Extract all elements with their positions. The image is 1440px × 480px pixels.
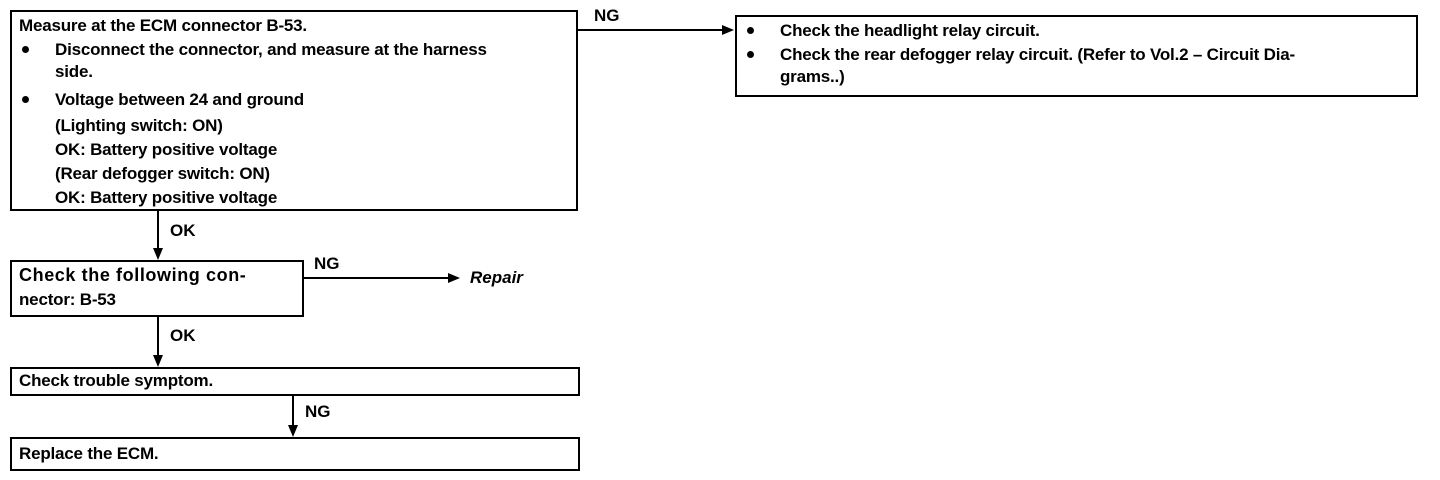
ok-result-value: Battery positive voltage <box>90 140 278 159</box>
relay-check-box <box>735 15 1418 97</box>
arrowhead-box3-box4 <box>288 425 298 437</box>
voltage-instruction: Voltage between 24 and ground <box>55 90 304 109</box>
arrowhead-box2-box3 <box>153 355 163 367</box>
ok-result-value: Battery positive voltage <box>90 188 278 207</box>
ok-result-1: OK: Battery positive voltage <box>55 140 277 159</box>
arrowhead-box1-ng <box>722 25 734 35</box>
replace-ecm-box <box>10 437 580 471</box>
measure-step-box <box>10 10 578 211</box>
connector-check-line2: nector: B-53 <box>19 290 116 309</box>
ok-label: OK <box>170 221 196 240</box>
ng-label: NG <box>314 254 340 273</box>
lighting-switch-condition: (Lighting switch: ON) <box>55 116 223 135</box>
headlight-relay-check: Check the headlight relay circuit. <box>780 21 1040 40</box>
bullet-icon <box>22 46 29 53</box>
connector-check-box <box>10 260 304 317</box>
connector-check-line1: Check the following con- <box>19 265 247 285</box>
ng-label: NG <box>305 402 331 421</box>
arrowhead-box2-repair <box>448 273 460 283</box>
ok-result-2: OK: Battery positive voltage <box>55 188 277 207</box>
ok-label: OK <box>170 326 196 345</box>
rear-defogger-relay-check-line1: Check the rear defogger relay circuit. (… <box>780 45 1295 64</box>
disconnect-instruction-line1: Disconnect the connector, and measure at… <box>55 40 487 59</box>
repair-action: Repair <box>470 268 523 287</box>
ng-label: NG <box>594 6 620 25</box>
ok-result-label: OK: <box>55 188 86 207</box>
rear-defogger-switch-condition: (Rear defogger switch: ON) <box>55 164 270 183</box>
trouble-symptom-text: Check trouble symptom. <box>19 371 213 390</box>
disconnect-instruction-line2: side. <box>55 62 93 81</box>
measure-step-title: Measure at the ECM connector B-53. <box>19 16 307 35</box>
ok-result-label: OK: <box>55 140 86 159</box>
bullet-icon <box>747 51 754 58</box>
bullet-icon <box>747 27 754 34</box>
trouble-symptom-box <box>10 367 580 396</box>
arrowhead-box1-box2 <box>153 248 163 260</box>
bullet-icon <box>22 96 29 103</box>
rear-defogger-relay-check-line2: grams..) <box>780 67 845 86</box>
replace-ecm-text: Replace the ECM. <box>19 444 159 463</box>
